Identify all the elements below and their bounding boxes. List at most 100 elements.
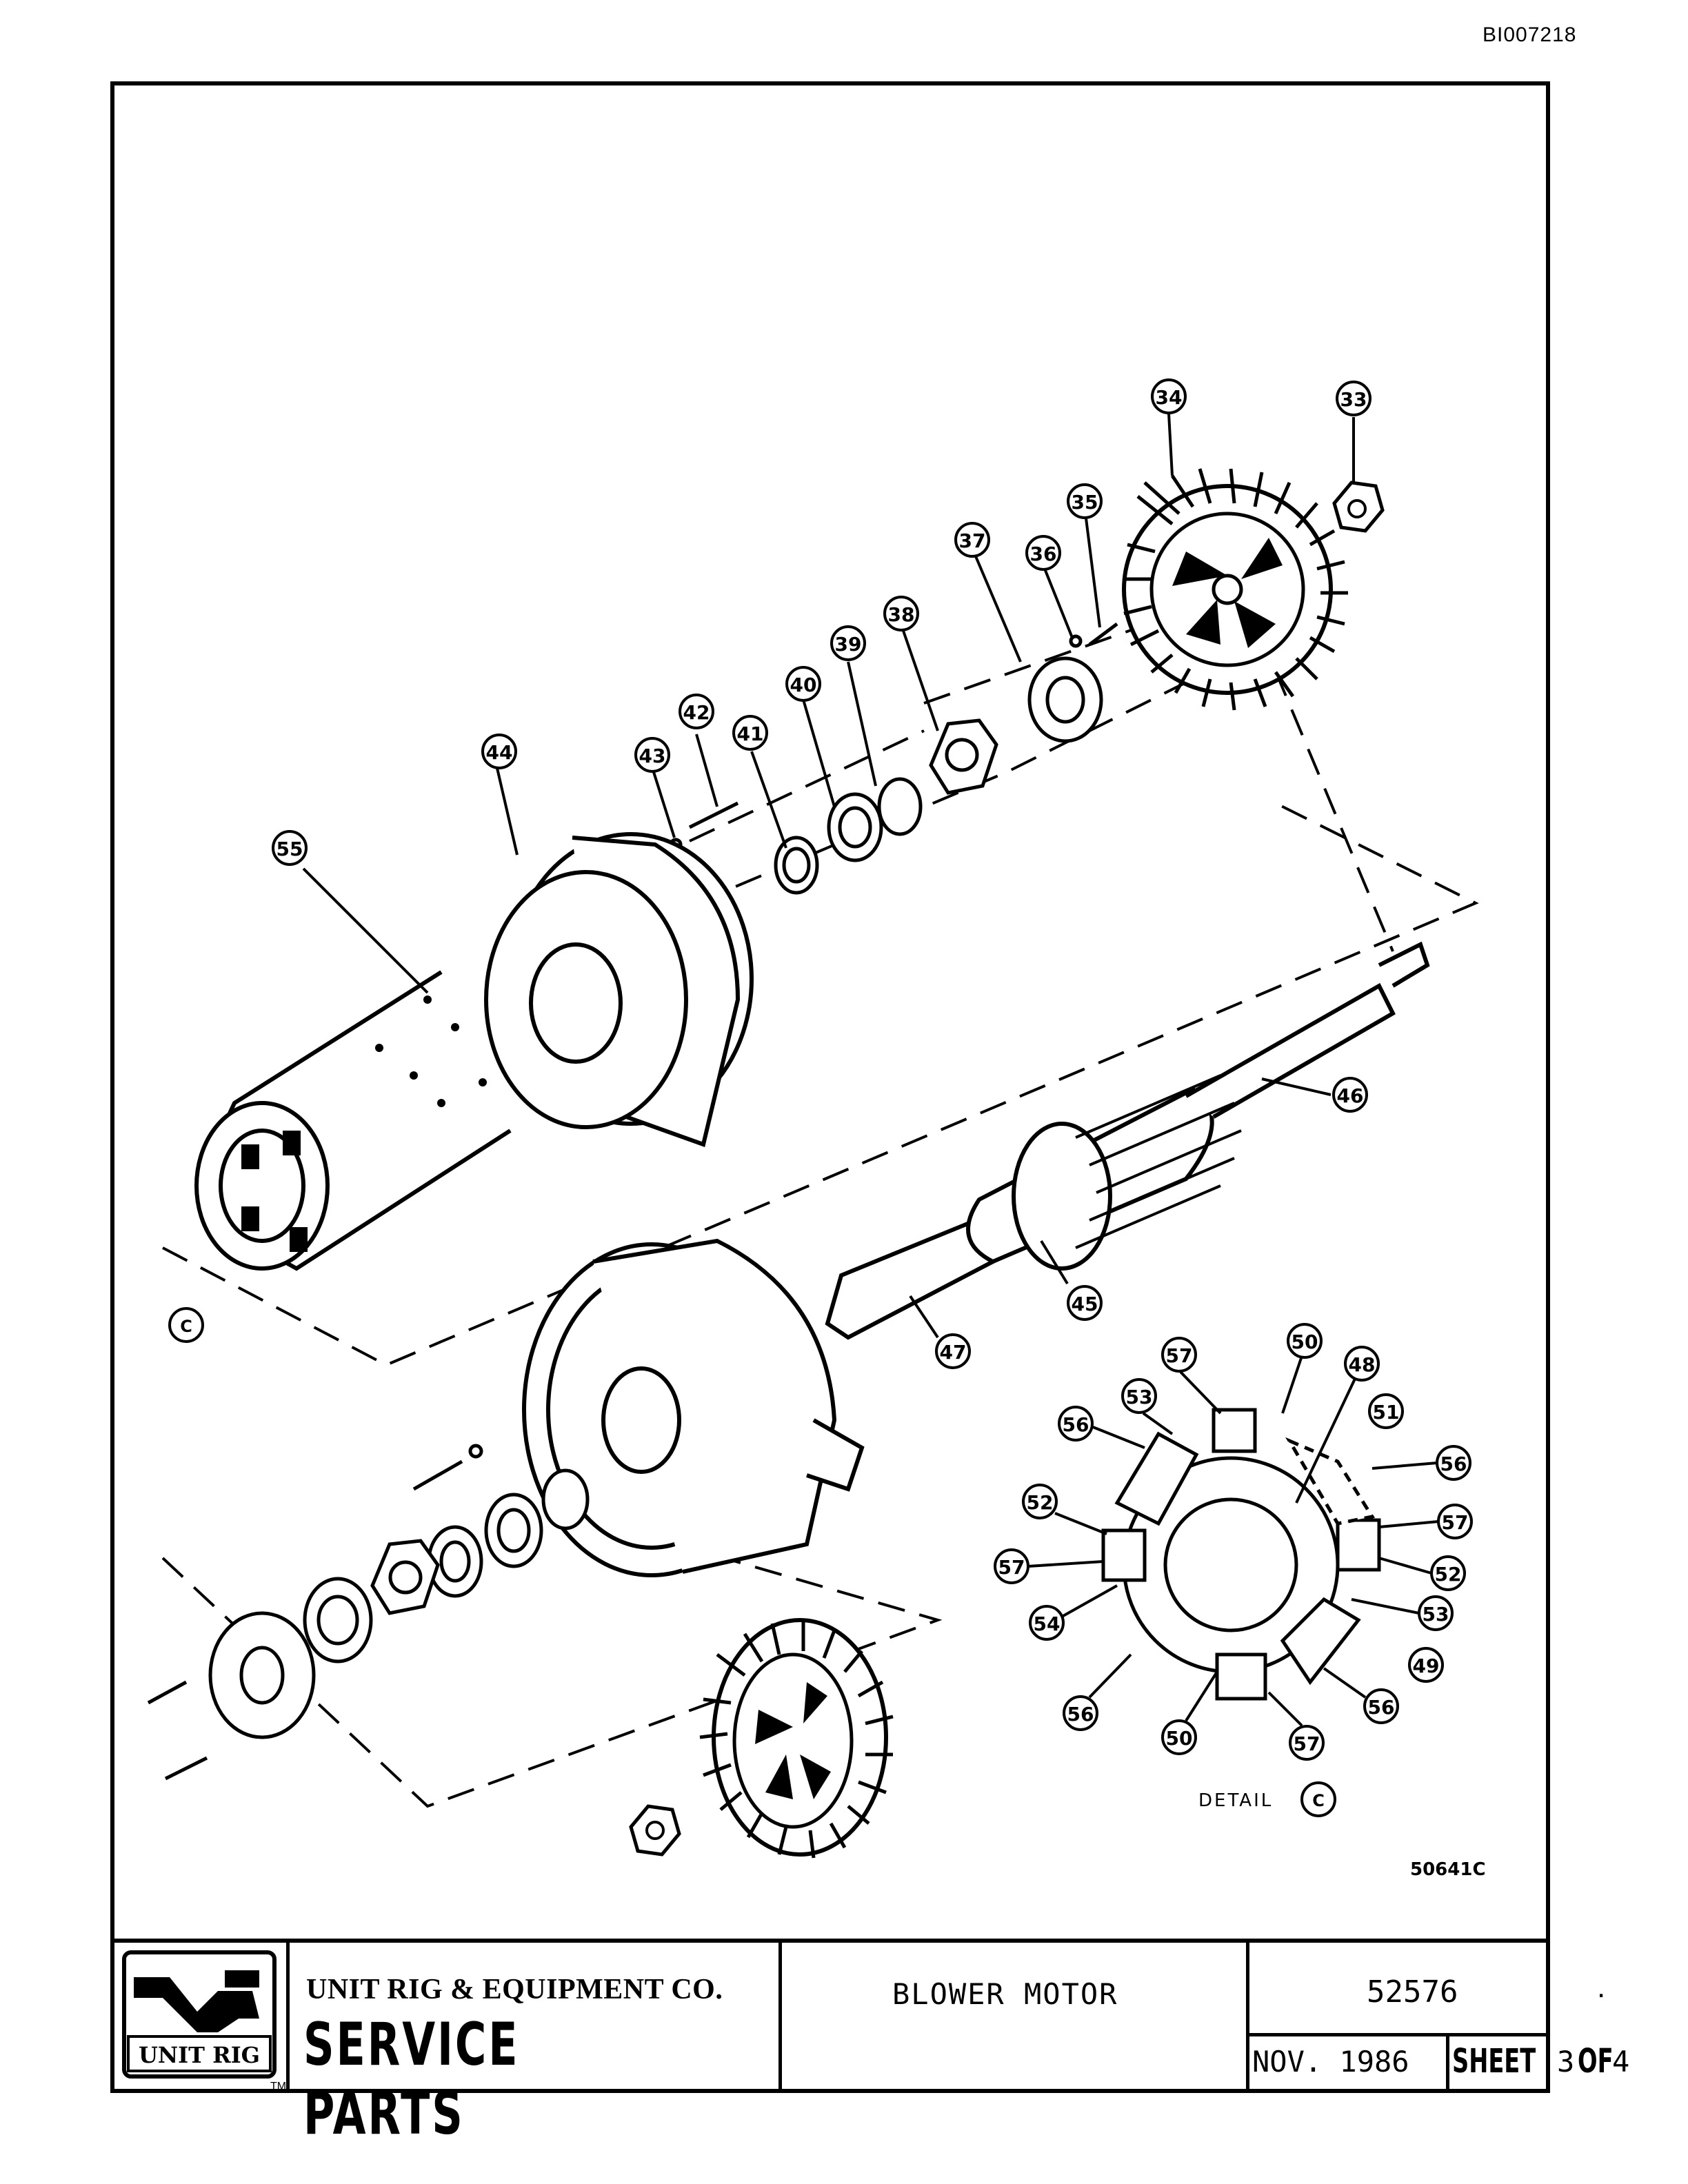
callout-43: 43	[634, 737, 670, 773]
issue-date: NOV. 1986	[1252, 2045, 1409, 2079]
armature-slots	[1075, 1074, 1242, 1249]
callout-47: 47	[935, 1333, 971, 1369]
frame-details	[241, 995, 487, 1252]
svg-text:48: 48	[1349, 1353, 1376, 1376]
svg-text:47: 47	[940, 1341, 967, 1364]
sheet-cell: SHEET 3 OF 4	[1449, 2036, 1629, 2089]
nut-lower	[629, 1804, 681, 1857]
callout-54: 54	[1029, 1605, 1065, 1641]
svg-text:44: 44	[486, 741, 513, 764]
title-cell: BLOWER MOTOR	[782, 1943, 1249, 2089]
detail-c-drawing	[1101, 1408, 1381, 1701]
detail-c-ref: C	[1300, 1781, 1336, 1817]
svg-text:C: C	[1312, 1791, 1325, 1810]
part-suffix: .	[1597, 1970, 1606, 2004]
svg-text:40: 40	[790, 674, 817, 696]
callout-48: 48	[1344, 1346, 1380, 1382]
svg-text:45: 45	[1072, 1293, 1098, 1315]
upper-fan	[1122, 468, 1348, 711]
sheet-label: SHEET	[1452, 2042, 1536, 2081]
svg-text:34: 34	[1156, 386, 1183, 409]
sheet-number: 3	[1557, 2045, 1575, 2079]
company-name: UNIT RIG & EQUIPMENT CO.	[306, 1974, 723, 2005]
svg-text:41: 41	[737, 722, 764, 745]
end-housing	[522, 1238, 865, 1577]
callout-56a: 56	[1058, 1406, 1094, 1442]
svg-text:54: 54	[1034, 1612, 1061, 1635]
callout-50a: 50	[1287, 1323, 1323, 1359]
svg-text:56: 56	[1063, 1413, 1089, 1436]
svg-text:55: 55	[277, 838, 303, 860]
svg-text:52: 52	[1027, 1491, 1054, 1514]
detail-label: DETAIL	[1198, 1790, 1273, 1811]
svg-text:49: 49	[1413, 1655, 1440, 1677]
company-cell: UNIT RIG & EQUIPMENT CO. SERVICE PARTS	[290, 1943, 782, 2148]
callout-37: 37	[954, 522, 990, 558]
callout-33: 33	[1336, 381, 1372, 416]
sheet-total: 4	[1612, 2045, 1630, 2079]
svg-text:35: 35	[1072, 491, 1098, 514]
svg-text:43: 43	[639, 745, 666, 767]
svg-text:50: 50	[1166, 1727, 1193, 1750]
small-parts-upper	[669, 623, 1118, 895]
callout-56b: 56	[1436, 1445, 1471, 1481]
callout-40: 40	[785, 666, 821, 702]
svg-text:37: 37	[959, 529, 986, 552]
document-id: BI007218	[1483, 23, 1577, 46]
svg-text:33: 33	[1340, 388, 1367, 411]
callout-44: 44	[481, 734, 517, 769]
svg-text:36: 36	[1030, 543, 1057, 565]
svg-text:50: 50	[1292, 1331, 1318, 1353]
callout-50b: 50	[1161, 1719, 1197, 1755]
callout-49: 49	[1408, 1647, 1444, 1683]
svg-text:57: 57	[1294, 1732, 1320, 1755]
service-parts-label: SERVICE PARTS	[303, 2010, 520, 2148]
svg-text:53: 53	[1423, 1603, 1449, 1626]
lower-fan	[699, 1618, 894, 1859]
of-label: OF	[1578, 2042, 1614, 2081]
svg-text:57: 57	[1166, 1344, 1193, 1367]
svg-text:38: 38	[888, 603, 915, 626]
callout-56c: 56	[1363, 1688, 1399, 1724]
callout-53b: 53	[1418, 1595, 1454, 1631]
part-number-cell: 52576 .	[1249, 1943, 1605, 2036]
callout-34: 34	[1151, 378, 1187, 414]
callout-38: 38	[883, 596, 919, 631]
stator-frame	[194, 832, 754, 1271]
svg-text:52: 52	[1435, 1563, 1462, 1586]
nut-33	[1332, 481, 1385, 533]
svg-text:56: 56	[1440, 1453, 1467, 1475]
callout-36: 36	[1025, 535, 1061, 571]
callout-39: 39	[830, 625, 866, 661]
small-parts-lower	[147, 1444, 590, 1781]
callout-52a: 52	[1022, 1484, 1058, 1519]
svg-text:57: 57	[1442, 1511, 1469, 1534]
date-cell: NOV. 1986	[1249, 2036, 1449, 2089]
svg-text:51: 51	[1373, 1401, 1400, 1424]
svg-text:39: 39	[835, 633, 862, 656]
svg-text:56: 56	[1067, 1703, 1094, 1726]
callout-35: 35	[1067, 483, 1103, 519]
callout-section-c: C	[168, 1307, 204, 1343]
drawing-number: 50641C	[1410, 1859, 1486, 1880]
svg-text:53: 53	[1126, 1386, 1153, 1408]
svg-text:57: 57	[998, 1556, 1025, 1579]
detail-leaders	[1027, 1357, 1439, 1727]
armature	[825, 941, 1430, 1340]
callout-55: 55	[272, 830, 308, 866]
callout-46: 46	[1332, 1077, 1368, 1113]
logo-text: UNIT RIG	[139, 2042, 260, 2068]
callout-57d: 57	[1289, 1725, 1325, 1761]
drawing-frame	[110, 81, 1550, 2093]
callout-41: 41	[732, 715, 768, 751]
callout-57a: 57	[1161, 1337, 1197, 1373]
callout-53a: 53	[1121, 1378, 1157, 1414]
callout-42: 42	[679, 694, 714, 729]
part-number: 52576	[1367, 1974, 1458, 2010]
svg-text:42: 42	[683, 701, 710, 724]
callout-45: 45	[1067, 1285, 1103, 1321]
callout-56d: 56	[1063, 1695, 1098, 1731]
drawing-title: BLOWER MOTOR	[892, 1977, 1118, 2011]
title-block: UNIT RIG UNIT RIG & EQUIPMENT CO. SERVIC…	[114, 1939, 1629, 2148]
